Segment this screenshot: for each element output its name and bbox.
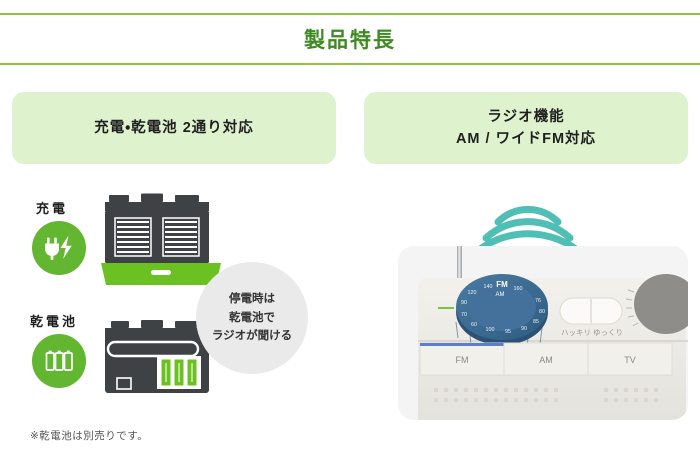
tone-label-hakkiri: ハッキリ bbox=[561, 328, 591, 337]
speaker-grille bbox=[434, 388, 658, 402]
svg-text:90: 90 bbox=[461, 300, 467, 306]
band-button-tv-label: TV bbox=[624, 355, 636, 365]
tone-label-yukkuri: ゆっくり bbox=[593, 328, 623, 337]
charge-label: 充電 bbox=[36, 201, 69, 216]
power-outage-callout: 停電時は 乾電池で ラジオが聞ける bbox=[196, 262, 308, 374]
svg-text:120: 120 bbox=[468, 290, 477, 296]
callout-line-2: 乾電池で bbox=[229, 311, 275, 324]
svg-text:AM: AM bbox=[496, 292, 505, 298]
svg-text:80: 80 bbox=[539, 309, 545, 315]
band-button-tv: TV bbox=[587, 342, 673, 376]
svg-text:60: 60 bbox=[471, 322, 477, 328]
radio-on-charger-icon bbox=[97, 192, 225, 292]
svg-text:76: 76 bbox=[535, 298, 541, 304]
page-title: 製品特長 bbox=[304, 29, 396, 52]
battery-label: 乾電池 bbox=[30, 314, 79, 329]
svg-text:85: 85 bbox=[533, 319, 539, 325]
band-button-fm: FM bbox=[419, 342, 505, 376]
band-button-am-label: AM bbox=[539, 355, 553, 365]
svg-text:95: 95 bbox=[505, 329, 511, 335]
band-button-am: AM bbox=[503, 342, 589, 376]
tone-rocker-switch bbox=[559, 297, 623, 325]
card-header-radio: ラジオ機能 AM / ワイドFM対応 bbox=[364, 92, 688, 164]
card-title-charge-battery: 充電・乾電池 2通り対応 bbox=[94, 119, 254, 136]
band-button-fm-label: FM bbox=[456, 355, 469, 365]
radio-waves-icon bbox=[470, 205, 586, 258]
plug-bolt-icon bbox=[32, 221, 86, 275]
svg-text:FM: FM bbox=[496, 280, 508, 289]
card-title-radio-line2: AM / ワイドFM対応 bbox=[455, 131, 597, 147]
radio-battery-compartment-icon bbox=[97, 318, 225, 418]
footnote: ※乾電池は別売りです。 bbox=[30, 430, 149, 442]
card-title-radio-line1: ラジオ機能 bbox=[487, 108, 565, 125]
charge-battery-illustration: 充電 乾電池 bbox=[0, 178, 350, 428]
section-header: 製品特長 bbox=[0, 13, 700, 65]
card-header-charge-battery: 充電・乾電池 2通り対応 bbox=[12, 92, 336, 164]
volume-knob bbox=[625, 274, 688, 334]
svg-text:160: 160 bbox=[514, 286, 523, 292]
svg-text:70: 70 bbox=[461, 312, 467, 318]
svg-text:90: 90 bbox=[521, 326, 527, 332]
three-batteries-icon bbox=[32, 334, 86, 388]
svg-text:100: 100 bbox=[486, 327, 495, 333]
svg-text:140: 140 bbox=[484, 284, 493, 290]
callout-line-1: 停電時は bbox=[229, 292, 275, 305]
callout-line-3: ラジオが聞ける bbox=[211, 330, 293, 343]
